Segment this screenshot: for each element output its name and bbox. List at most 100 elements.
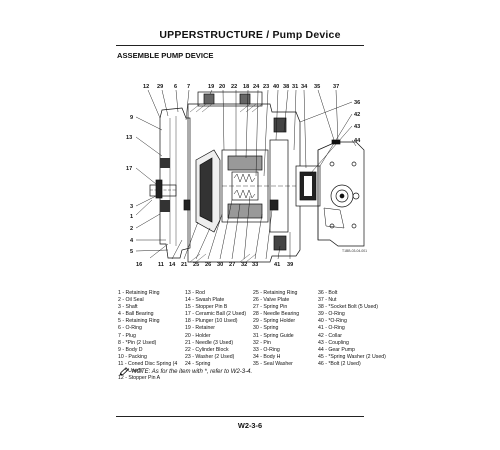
- legend-item: Used): [118, 368, 142, 375]
- legend-item: 27 - Spring Pin: [253, 304, 288, 311]
- legend-item: 11 - Coned Disc Spring (4: [118, 360, 178, 367]
- callout-6: 6: [174, 84, 177, 90]
- legend-item: 42 - Collar: [318, 332, 342, 339]
- callout-23: 23: [263, 84, 269, 90]
- note-text: NOTE: As for the item with *, refer to W…: [132, 368, 253, 375]
- callout-38: 38: [283, 84, 289, 90]
- legend-item: 13 - Rod: [185, 290, 205, 296]
- callout-26: 26: [205, 262, 211, 268]
- legend-item: 15 - Stopper Pin B: [185, 304, 228, 311]
- legend-item: 29 - Spring Holder: [253, 318, 296, 325]
- page-number: W2-3-6: [237, 421, 263, 430]
- legend-item: 12 - Stopper Pin A: [118, 375, 161, 382]
- legend-item: 32 - Pin: [253, 339, 271, 346]
- callout-43: 43: [354, 124, 360, 130]
- legend-item: 43 - Coupling: [318, 339, 349, 346]
- callout-31: 31: [292, 84, 298, 90]
- callout-39: 39: [287, 262, 293, 268]
- legend-item: 45 - *Spring Washer (2 Used): [318, 353, 386, 360]
- legend-item: 28 - Needle Bearing: [253, 311, 300, 318]
- legend-item: 22 - Cylinder Block: [185, 346, 229, 353]
- callout-7: 7: [187, 84, 190, 90]
- page-header-title: UPPERSTRUCTURE / Pump Device: [159, 29, 341, 41]
- legend-item: 14 - Swash Plate: [185, 297, 225, 304]
- callout-19: 19: [208, 84, 214, 90]
- legend-item: 25 - Retaining Ring: [253, 290, 298, 296]
- legend-item: 34 - Body H: [253, 353, 281, 360]
- legend-item: 8 - *Pin (2 Used): [118, 339, 157, 346]
- legend-item: 30 - Spring: [253, 325, 279, 332]
- callout-14: 14: [169, 262, 176, 268]
- leader-lines: [135, 89, 357, 260]
- callout-30: 30: [217, 262, 223, 268]
- legend-item: 3 - Shaft: [118, 304, 138, 311]
- callout-34: 34: [301, 84, 308, 90]
- legend-item: 36 - Bolt: [318, 290, 338, 296]
- callout-37: 37: [333, 84, 339, 90]
- parts-legend-column-4: 36 - Bolt 37 - Nut 38 - *Socket Bolt (5 …: [318, 290, 388, 368]
- callout-1: 1: [130, 214, 133, 220]
- legend-item: 33 - O-Ring: [253, 346, 280, 353]
- callout-22: 22: [231, 84, 237, 90]
- callout-41: 41: [274, 262, 280, 268]
- legend-item: 5 - Retaining Ring: [118, 318, 160, 325]
- section-title: ASSEMBLE PUMP DEVICE: [117, 51, 214, 60]
- legend-item: 35 - Seal Washer: [253, 360, 293, 367]
- callout-4: 4: [130, 238, 134, 244]
- callout-27: 27: [229, 262, 235, 268]
- callout-16: 16: [136, 262, 142, 268]
- callout-33: 33: [252, 262, 258, 268]
- callout-42: 42: [354, 112, 360, 118]
- callout-13: 13: [126, 135, 132, 141]
- callout-3: 3: [130, 204, 133, 210]
- callout-18: 18: [243, 84, 249, 90]
- parts-legend-column-2: 13 - Rod 14 - Swash Plate 15 - Stopper P…: [185, 290, 251, 368]
- legend-item: 19 - Retainer: [185, 325, 215, 332]
- legend-item: 2 - Oil Seal: [118, 297, 144, 304]
- callout-32: 32: [241, 262, 247, 268]
- pump-drawing: [149, 91, 365, 263]
- legend-item: 23 - Washer (2 Used): [185, 353, 235, 360]
- callout-2: 2: [130, 226, 133, 232]
- callout-labels: 12 29 6 7 19 20 22 18 24 23 40 38 31 34 …: [126, 84, 361, 268]
- callout-44: 44: [354, 138, 361, 144]
- callout-9: 9: [130, 115, 133, 121]
- parts-legend-column-1: 1 - Retaining Ring 2 - Oil Seal 3 - Shaf…: [118, 290, 180, 382]
- callout-17: 17: [126, 166, 132, 172]
- header-divider: [116, 45, 364, 46]
- legend-item: 41 - O-Ring: [318, 325, 345, 332]
- callout-12: 12: [143, 84, 149, 90]
- legend-item: 4 - Ball Bearing: [118, 311, 154, 318]
- legend-item: 7 - Plug: [118, 332, 136, 339]
- footer-divider: [116, 416, 364, 417]
- callout-40: 40: [273, 84, 279, 90]
- note-callout: NOTE: As for the item with *, refer to W…: [119, 367, 252, 376]
- legend-item: 44 - Gear Pump: [318, 346, 355, 353]
- legend-item: 26 - Valve Plate: [253, 297, 290, 304]
- legend-item: 18 - Plunger (10 Used): [185, 318, 238, 325]
- legend-item: 31 - Spring Guide: [253, 332, 294, 339]
- callout-35: 35: [314, 84, 320, 90]
- figure-reference: T1BB-03-04-001: [342, 249, 367, 253]
- legend-item: 6 - O-Ring: [118, 325, 142, 332]
- legend-item: 38 - *Socket Bolt (5 Used): [318, 304, 378, 311]
- pencil-icon: [119, 367, 129, 376]
- legend-item: 40 - *O-Ring: [318, 318, 347, 325]
- callout-21: 21: [181, 262, 187, 268]
- legend-item: 46 - *Bolt (2 Used): [318, 360, 361, 367]
- callout-29: 29: [157, 84, 163, 90]
- parts-legend-column-3: 25 - Retaining Ring 26 - Valve Plate 27 …: [253, 290, 315, 368]
- callout-36: 36: [354, 100, 360, 106]
- legend-item: 24 - Spring: [185, 360, 211, 367]
- legend-item: 10 - Packing: [118, 353, 147, 360]
- callout-5: 5: [130, 249, 133, 255]
- callout-24: 24: [253, 84, 260, 90]
- legend-item: 21 - Needle (3 Used): [185, 339, 234, 346]
- callout-11: 11: [158, 262, 164, 268]
- legend-item: 39 - O-Ring: [318, 311, 345, 318]
- legend-item: 20 - Holder: [185, 332, 211, 339]
- callout-20: 20: [219, 84, 225, 90]
- legend-item: 1 - Retaining Ring: [118, 290, 160, 296]
- callout-25: 25: [193, 262, 199, 268]
